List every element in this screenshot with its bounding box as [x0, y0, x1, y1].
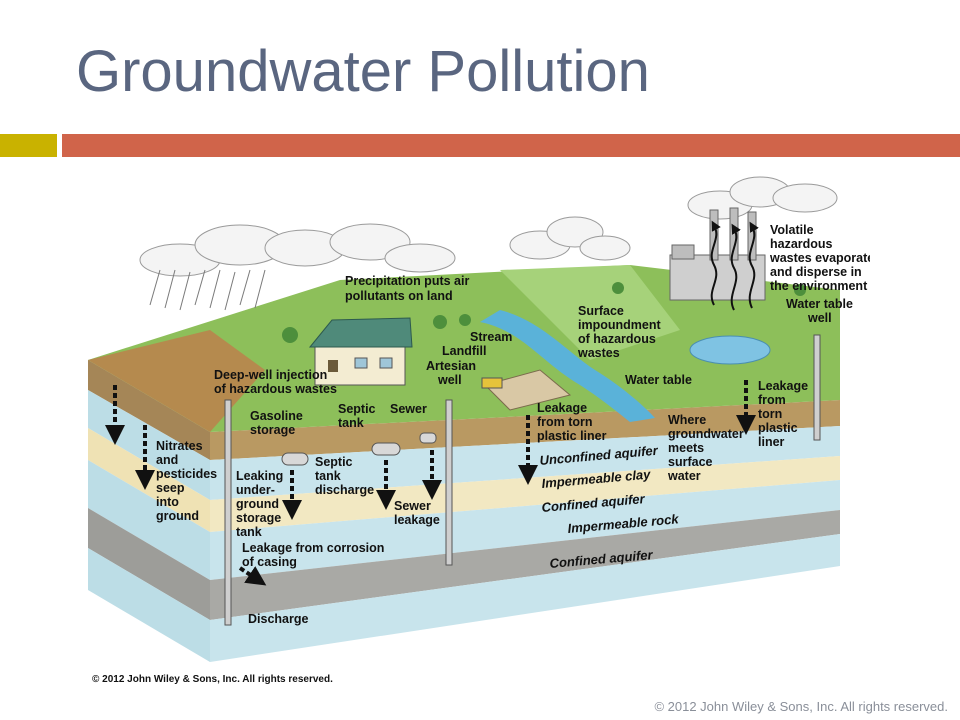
cloud-middle [509, 216, 631, 261]
front-topsoil [88, 360, 210, 460]
label-septic-discharge: Septic tank discharge [315, 455, 374, 497]
hill-light [500, 265, 680, 360]
label-septic-tank: Septic tank [338, 402, 379, 430]
front-rock [88, 508, 210, 620]
accent-bar-yellow [0, 134, 57, 157]
label-stream: Stream [470, 330, 512, 344]
impoundment-pond [689, 335, 771, 365]
side-confined-aquifer [210, 480, 840, 580]
label-nitrates: Nitrates and pesticides seep into ground [156, 439, 221, 523]
seepage-arrows [105, 380, 756, 586]
side-rock [210, 510, 840, 620]
label-sewer-leakage: Sewer leakage [394, 499, 440, 527]
label-leakage-corrosion: Leakage from corrosion of casing [242, 541, 388, 569]
label-volatile: Volatile hazardous wastes evaporate and … [769, 223, 870, 293]
water-table-well [813, 334, 821, 441]
side-topsoil [210, 400, 840, 460]
accent-bar-red [62, 134, 960, 157]
label-sewer: Sewer [390, 402, 427, 416]
sewer-pipe-icon [419, 432, 437, 444]
side-clay [210, 456, 840, 532]
label-where-groundwater: Where groundwater meets surface water [667, 413, 747, 483]
diagram-copyright: © 2012 John Wiley & Sons, Inc. All right… [92, 674, 333, 685]
slide-footer: © 2012 John Wiley & Sons, Inc. All right… [654, 699, 948, 714]
label-artesian-well: Artesian well [426, 359, 480, 387]
side-unconfined-aquifer [210, 426, 840, 500]
label-gasoline-storage: Gasoline storage [250, 409, 306, 437]
label-leakage-liner-right: Leakage from torn plastic liner [758, 379, 812, 449]
label-leakage-liner-left: Leakage from torn plastic liner [537, 401, 607, 443]
house-icon [308, 317, 413, 386]
ground-block [88, 265, 840, 662]
gasoline-tank-icon [281, 452, 309, 466]
landfill-icon [481, 369, 572, 411]
label-leaking-tank: Leaking under- ground storage tank [236, 469, 287, 539]
rain [149, 269, 266, 311]
vapor-arrows [710, 220, 759, 311]
label-discharge: Discharge [248, 612, 308, 626]
slide-title: Groundwater Pollution [76, 39, 650, 104]
crop-field [88, 330, 265, 432]
tree-icons [282, 282, 806, 343]
side-deep-aquifer [210, 534, 840, 662]
artesian-well [445, 399, 453, 566]
front-unconfined-aquifer [88, 390, 210, 500]
front-confined-aquifer [88, 460, 210, 580]
label-landfill: Landfill [442, 344, 486, 358]
label-deep-well: Deep-well injection of hazardous wastes [214, 368, 337, 396]
cloud-left [139, 223, 456, 277]
label-precipitation: Precipitation puts air pollutants on lan… [345, 274, 473, 303]
groundwater-diagram: Precipitation puts air pollutants on lan… [88, 176, 870, 685]
diagram-labels: Precipitation puts air pollutants on lan… [92, 223, 870, 685]
label-water-table-well: Water table well [786, 297, 856, 325]
stream [480, 310, 655, 422]
front-deep-aquifer [88, 548, 210, 662]
label-water-table: Water table [625, 373, 692, 387]
label-surface-impoundment: Surface impoundment of hazardous wastes [577, 304, 664, 360]
septic-tank-icon [371, 442, 401, 456]
deep-injection-well [224, 399, 232, 626]
